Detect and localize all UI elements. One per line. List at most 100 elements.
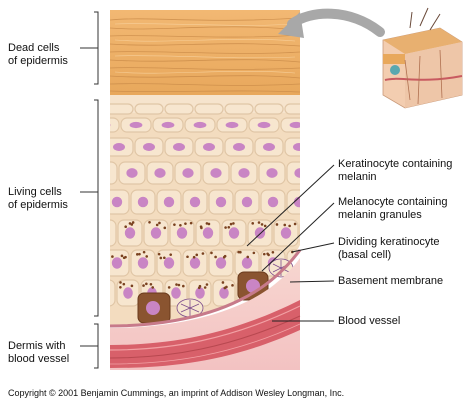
- melanin-granule: [100, 286, 103, 289]
- keratinocyte-cell: [110, 279, 116, 307]
- label-keratinocyte-line2: melanin: [338, 171, 377, 183]
- cell-nucleus: [280, 227, 292, 239]
- melanin-granule: [177, 283, 181, 287]
- label-living-cells: Living cells of epidermis: [8, 186, 68, 212]
- cell-nucleus: [124, 227, 136, 239]
- label-dividing-line1: Dividing keratinocyte: [338, 236, 440, 248]
- melanin-granule: [303, 284, 306, 287]
- leader-lines: [246, 164, 335, 322]
- melanin-granule: [167, 286, 171, 289]
- cell-nucleus: [189, 257, 201, 269]
- label-blood-vessel: Blood vessel: [338, 315, 400, 328]
- label-melanocyte: Melanocyte containing melanin granules: [338, 196, 447, 222]
- cell-nucleus: [215, 196, 227, 208]
- cell-nucleus: [111, 257, 123, 269]
- melanin-granule: [182, 284, 185, 288]
- melanin-granule: [227, 226, 231, 229]
- melanin-granule: [102, 283, 105, 286]
- cell-nucleus: [233, 143, 245, 151]
- blood-vessel: [110, 300, 300, 368]
- melanin-granule: [229, 222, 233, 226]
- cell-nucleus: [176, 227, 188, 239]
- melanin-granule: [260, 223, 264, 226]
- dermis-layer: [109, 258, 301, 370]
- cell-nucleus: [241, 257, 253, 269]
- melanin-granule: [145, 255, 149, 258]
- keratinocyte-cell: [224, 103, 254, 115]
- label-dermis-line1: Dermis with: [8, 340, 66, 352]
- copyright-notice: Copyright © 2001 Benjamin Cummings, an i…: [8, 388, 345, 398]
- label-keratinocyte: Keratinocyte containing melanin: [338, 158, 452, 184]
- cell-nucleus: [129, 121, 143, 129]
- zoom-arrow: [278, 8, 385, 38]
- keratinocyte-cell: [110, 161, 118, 185]
- melanin-granule: [263, 224, 267, 228]
- cell-nucleus: [163, 196, 175, 208]
- melanin-granule: [271, 251, 275, 254]
- melanin-granule: [195, 253, 199, 257]
- label-melanocyte-line2: melanin granules: [338, 209, 422, 221]
- melanin-granule: [266, 252, 269, 256]
- keratinocyte-cell: [254, 103, 284, 115]
- melanin-granule: [207, 222, 211, 226]
- label-dead-cells-line2: of epidermis: [8, 55, 68, 67]
- cell-nucleus: [193, 121, 207, 129]
- melanin-granule: [163, 256, 166, 260]
- cell-nucleus: [163, 257, 175, 269]
- cell-nucleus: [173, 143, 185, 151]
- label-dividing-line2: (basal cell): [338, 249, 392, 261]
- melanin-granule: [148, 221, 151, 224]
- cell-nucleus: [137, 257, 149, 269]
- cell-nucleus: [143, 143, 155, 151]
- melanin-granule: [262, 252, 266, 256]
- melanin-granule: [157, 252, 161, 256]
- melanin-granule: [102, 224, 105, 227]
- cell-nucleus: [126, 168, 138, 178]
- melanin-granule: [237, 250, 240, 254]
- melanin-granule: [128, 222, 132, 225]
- cell-nucleus: [189, 196, 201, 208]
- keratinocyte-cell: [286, 161, 300, 185]
- cell-nucleus: [215, 257, 227, 269]
- melanin-granule: [293, 222, 297, 226]
- melanin-granule: [159, 256, 163, 260]
- cell-nucleus: [289, 121, 300, 129]
- melanin-granule: [288, 224, 291, 228]
- melanin-granule: [221, 281, 225, 284]
- cell-nucleus: [99, 227, 109, 238]
- melanin-granule: [306, 222, 309, 225]
- dead-cell-layer: [109, 10, 301, 95]
- cell-nucleus: [99, 287, 109, 298]
- keratinocyte-cell: [110, 219, 117, 247]
- melanin-granule: [203, 286, 207, 289]
- cell-nucleus: [202, 227, 214, 239]
- cell-nucleus: [219, 287, 229, 299]
- label-basement-membrane: Basement membrane: [338, 275, 443, 288]
- melanin-granule: [252, 251, 256, 255]
- melanin-granule: [158, 221, 161, 225]
- melanin-granule: [95, 222, 98, 225]
- cell-nucleus: [266, 168, 278, 178]
- cell-nucleus: [195, 287, 205, 299]
- melanin-granule: [103, 224, 106, 227]
- melanin-granule: [131, 221, 135, 224]
- cell-nucleus: [113, 143, 125, 151]
- label-basement-membrane-text: Basement membrane: [338, 275, 444, 287]
- melanin-granule: [151, 286, 155, 289]
- melanin-granule: [130, 284, 134, 288]
- melanin-granule: [232, 222, 235, 225]
- melanin-granule: [201, 252, 205, 255]
- cell-nucleus: [225, 121, 239, 129]
- cell-nucleus: [203, 143, 215, 151]
- cell-nucleus: [161, 121, 175, 129]
- melanin-granule: [316, 221, 319, 224]
- keratinocyte-cell: [194, 103, 224, 115]
- label-living-cells-line1: Living cells: [8, 186, 62, 198]
- melanin-granule: [210, 251, 213, 255]
- melanin-granule: [222, 255, 226, 259]
- melanin-granule: [257, 221, 261, 224]
- keratinocyte-cell: [284, 103, 300, 115]
- cell-nucleus: [241, 196, 253, 208]
- melanin-granule: [145, 282, 148, 286]
